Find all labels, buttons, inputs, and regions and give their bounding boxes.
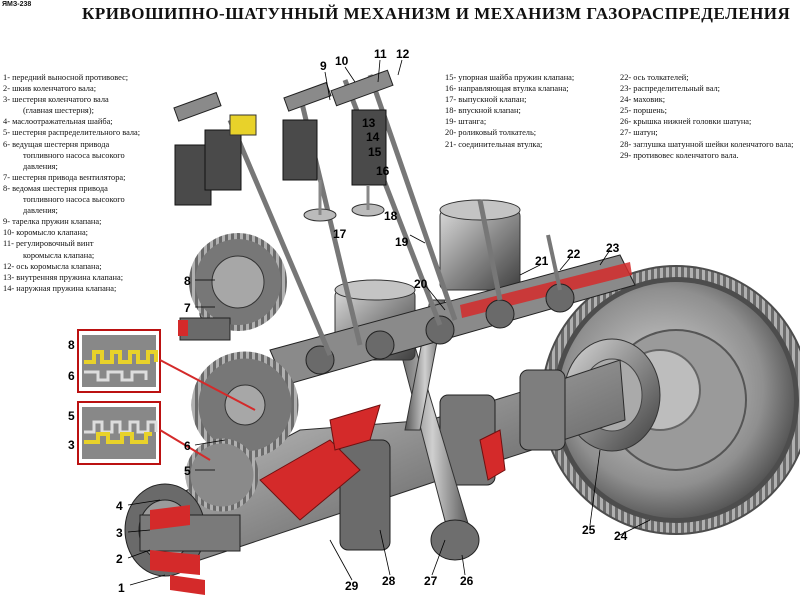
legend-item: 9- тарелка пружин клапана;: [3, 217, 102, 227]
legend-item: 18- впускной клапан;: [445, 106, 521, 116]
callout-8: 8: [184, 274, 191, 288]
callout-24: 24: [614, 529, 628, 543]
callout-28: 28: [382, 574, 396, 588]
legend-item: 27- шатун;: [620, 128, 658, 138]
legend-item: 25- поршень;: [620, 106, 667, 116]
legend-item: 3- шестерня коленчатого вала: [3, 95, 109, 105]
legend-item: (главная шестерня);: [23, 106, 94, 116]
valve-assemblies: [173, 69, 394, 222]
callout-6: 6: [184, 439, 191, 453]
legend-item: 14- наружная пружина клапана;: [3, 283, 117, 293]
leader-lines: [127, 59, 651, 586]
legend-item: 19- штанга;: [445, 117, 487, 127]
gear-detail-inset-top: [77, 329, 256, 411]
callout-1: 1: [118, 581, 125, 595]
callout-4: 4: [116, 499, 123, 513]
front-pulley: [124, 483, 241, 595]
callout-21: 21: [535, 254, 549, 268]
callout-5: 5: [184, 464, 191, 478]
page-title: КРИВОШИПНО-ШАТУННЫЙ МЕХАНИЗМ И МЕХАНИЗМ …: [82, 4, 791, 23]
callout-3: 3: [116, 526, 123, 540]
legend-item: коромысла клапана;: [23, 250, 95, 260]
legend-item: 23- распределительный вал;: [620, 84, 720, 94]
legend-item: 22- ось толкателей;: [620, 73, 689, 82]
legend-item: 15- упорная шайба пружин клапана;: [445, 73, 575, 82]
callout-16: 16: [376, 164, 390, 178]
legend-item: 12- ось коромысла клапана;: [3, 261, 102, 271]
callout-20: 20: [414, 277, 428, 291]
callout-18: 18: [384, 209, 398, 223]
legend-middle: 15- упорная шайба пружин клапана; 16- нап…: [445, 72, 615, 150]
timing-gears: [178, 233, 299, 512]
inset-callout-3: 3: [68, 438, 75, 452]
legend-item: 6- ведущая шестерня привода: [3, 139, 110, 149]
legend-item: 28- заглушка шатунной шейки коленчатого …: [620, 139, 794, 149]
callout-13: 13: [362, 116, 376, 130]
callout-27: 27: [424, 574, 438, 588]
legend-item: 20- роликовый толкатель;: [445, 128, 537, 138]
legend-item: 16- направляющая втулка клапана;: [445, 84, 569, 94]
legend-item: 8- ведомая шестерня привода: [3, 183, 108, 193]
callout-9: 9: [320, 59, 327, 73]
legend-item: 4- маслоотражательная шайба;: [3, 117, 113, 127]
inset-callout-6: 6: [68, 369, 75, 383]
legend-item: 24- маховик;: [620, 95, 666, 105]
legend-item: 26- крышка нижней головки шатуна;: [620, 117, 752, 127]
legend-item: топливного насоса высокого: [23, 195, 125, 205]
callout-29: 29: [345, 579, 359, 593]
legend-item: 2- шкив коленчатого вала;: [3, 84, 97, 94]
legend-item: 17- выпускной клапан;: [445, 95, 527, 105]
callout-23: 23: [606, 241, 620, 255]
legend-item: давления;: [23, 161, 58, 171]
callout-12: 12: [396, 47, 410, 61]
callout-7: 7: [184, 301, 191, 315]
corner-tag: ЯМЗ-238: [2, 1, 32, 8]
callout-17: 17: [333, 227, 347, 241]
callout-25: 25: [582, 523, 596, 537]
callout-10: 10: [335, 54, 349, 68]
callout-19: 19: [395, 235, 409, 249]
legend-item: 21- соединительная втулка;: [445, 139, 543, 149]
legend-item: топливного насоса высокого: [23, 150, 125, 160]
legend-item: 1- передний выносной противовес;: [3, 73, 129, 82]
callout-14: 14: [366, 130, 380, 144]
gear-detail-inset-bottom: [77, 401, 211, 465]
crankshaft: [149, 359, 626, 571]
legend-item: 7- шестерня привода вентилятора;: [3, 172, 126, 182]
callout-26: 26: [460, 574, 474, 588]
callout-labels: 1 2 3 4 5 6 7 8 9 10 11 12 13 14 15 16 1…: [68, 47, 628, 595]
callout-15: 15: [368, 145, 382, 159]
callout-2: 2: [116, 552, 123, 566]
legend-item: 29- противовес коленчатого вала.: [620, 150, 739, 160]
legend-right: 22- ось толкателей; 23- распределительный…: [620, 72, 798, 161]
inset-callout-5: 5: [68, 409, 75, 423]
legend-item: 13- внутренняя пружина клапана;: [3, 272, 124, 282]
legend-item: 5- шестерня распределительного вала;: [3, 128, 141, 138]
legend-item: 10- коромысло клапана;: [3, 228, 88, 238]
legend-item: 11- регулировочный винт: [3, 239, 94, 249]
inset-callout-8: 8: [68, 338, 75, 352]
legend-item: давления;: [23, 206, 58, 216]
callout-22: 22: [567, 247, 581, 261]
callout-11: 11: [374, 47, 387, 61]
legend-left: 1- передний выносной противовес; 2- шкив …: [3, 72, 163, 294]
